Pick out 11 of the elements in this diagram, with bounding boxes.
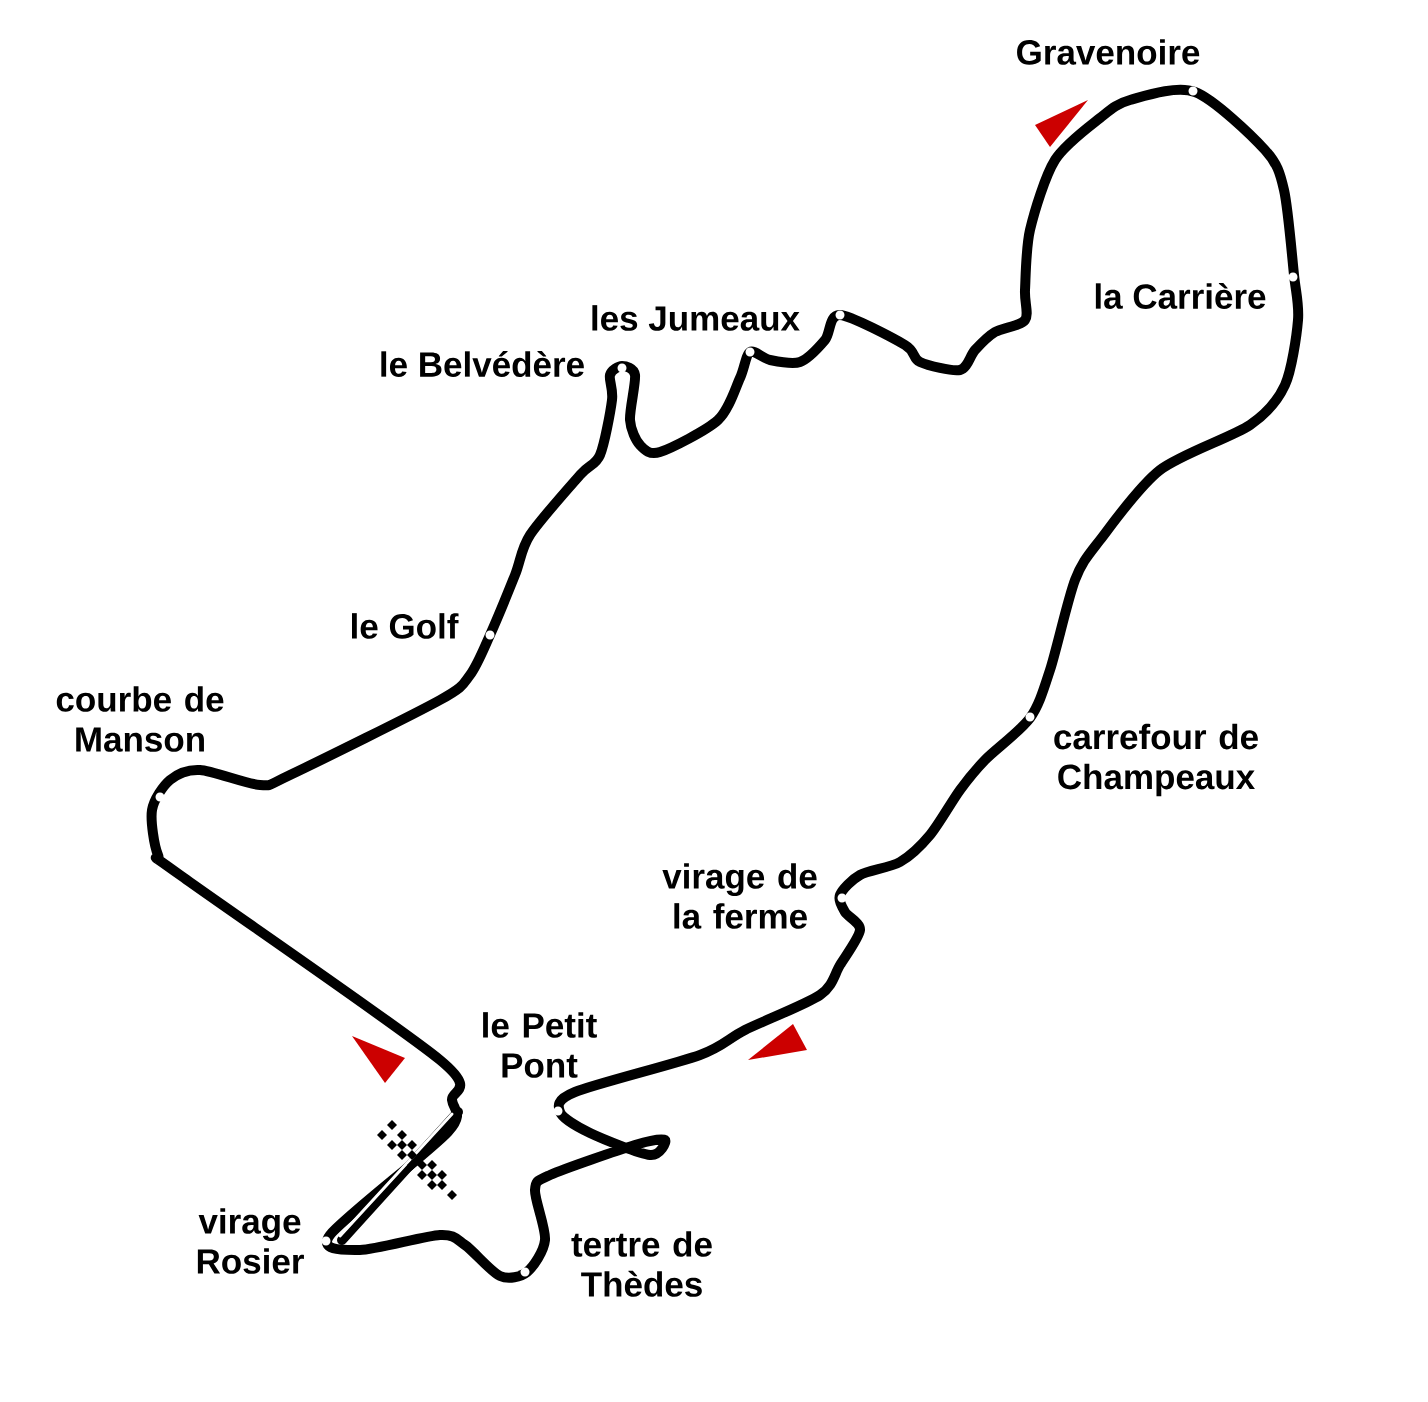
corner-name: le Petit Pont bbox=[483, 1012, 597, 1078]
corner-name: tertre de Thèdes bbox=[571, 1231, 712, 1297]
corner-name: les Jumeaux bbox=[592, 305, 800, 331]
corner-name: la Carrière bbox=[1095, 283, 1266, 309]
corner-name: carrefour de Champeaux bbox=[1054, 723, 1258, 797]
corner-name: courbe de Manson bbox=[56, 686, 224, 752]
corner-name: le Belvédère bbox=[381, 351, 584, 377]
corner-name: le Golf bbox=[352, 613, 459, 639]
corner-name: virage Rosier bbox=[197, 1208, 304, 1274]
corner-name: virage de la ferme bbox=[662, 863, 817, 929]
corner-name: Gravenoire bbox=[1017, 39, 1200, 65]
